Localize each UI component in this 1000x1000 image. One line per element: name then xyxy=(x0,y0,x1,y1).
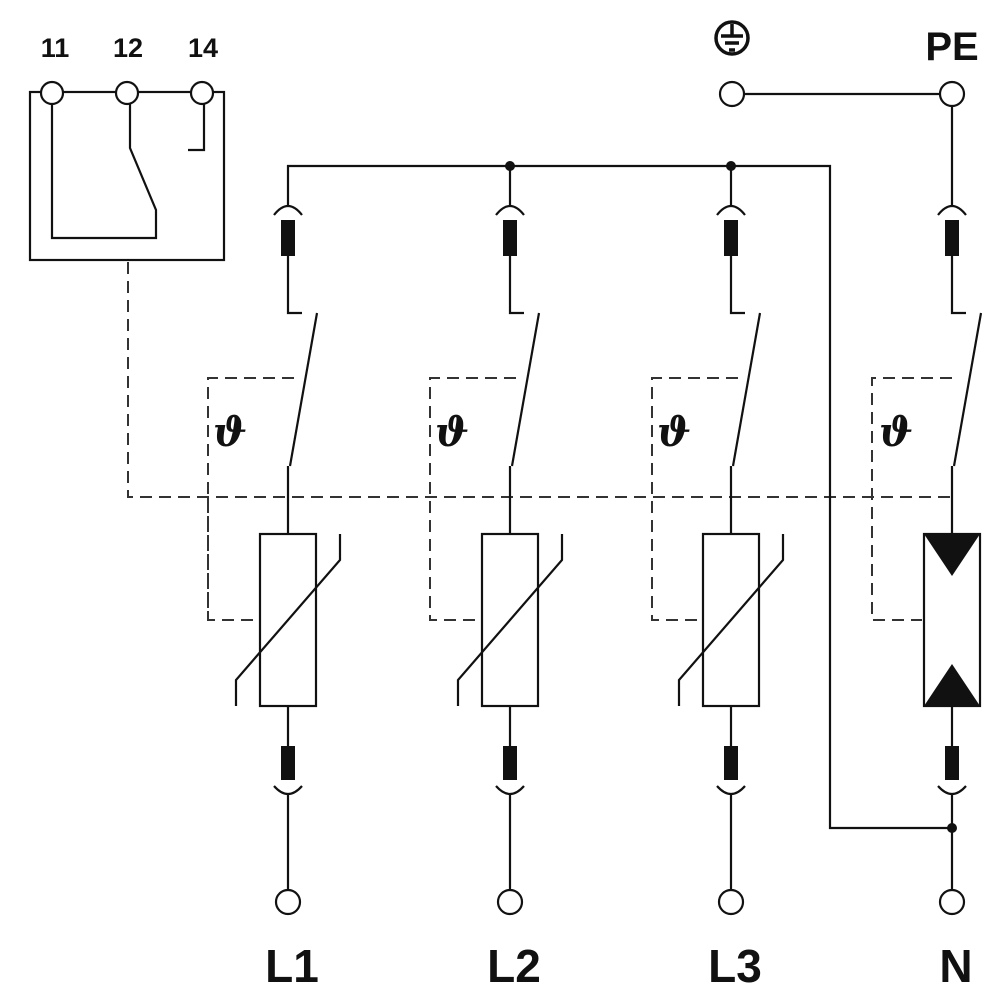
module-l3: L3 xyxy=(677,204,785,992)
plug-contact-icon xyxy=(495,204,525,216)
contact-housing xyxy=(28,90,226,262)
disconnector-switch xyxy=(952,312,983,467)
common-busbar xyxy=(286,161,957,833)
contact-14-stub xyxy=(188,104,206,152)
pe-label: PE xyxy=(925,25,978,69)
spark-gap-arrow-down xyxy=(924,534,980,576)
terminal-label-l1: L1 xyxy=(265,940,319,992)
terminal-n xyxy=(938,888,966,916)
plug-contact-icon xyxy=(716,785,746,796)
pe-terminal xyxy=(938,80,966,108)
fuse-link-icon xyxy=(503,220,517,256)
module-l1: L1 xyxy=(234,204,342,992)
thermal-disconnector-icon: ϑ xyxy=(657,409,691,456)
terminal-label-n: N xyxy=(939,940,972,992)
disconnector-switch xyxy=(731,312,762,467)
fuse-link-icon xyxy=(724,746,738,780)
disconnector-switch xyxy=(510,312,541,467)
junction-dot xyxy=(726,161,736,171)
terminal-label-l3: L3 xyxy=(708,940,762,992)
plug-contact-icon xyxy=(273,785,303,796)
earth-pe-connection: PE xyxy=(714,20,979,108)
contact-label-14: 14 xyxy=(188,33,218,63)
plug-contact-icon xyxy=(937,204,967,216)
module-l2: L2 xyxy=(456,204,564,992)
terminal-12 xyxy=(114,80,140,106)
terminal-11 xyxy=(39,80,65,106)
thermal-disconnector-icon: ϑ xyxy=(435,409,469,456)
fuse-link-icon xyxy=(281,220,295,256)
module-n: N xyxy=(922,106,983,992)
varistor-slope xyxy=(456,534,564,706)
terminal-l1 xyxy=(274,888,302,916)
terminal-label-l2: L2 xyxy=(487,940,541,992)
thermal-disconnector-icon: ϑ xyxy=(213,409,247,456)
contact-label-12: 12 xyxy=(113,33,143,63)
plug-contact-icon xyxy=(716,204,746,216)
contact-label-11: 11 xyxy=(41,33,70,63)
varistor-slope xyxy=(234,534,342,706)
earth-terminal xyxy=(718,80,746,108)
thermal-disconnector-icon: ϑ xyxy=(879,409,913,456)
terminal-14 xyxy=(189,80,215,106)
fuse-link-icon xyxy=(503,746,517,780)
plug-contact-icon xyxy=(937,785,967,796)
terminal-l3 xyxy=(717,888,745,916)
disconnector-switch xyxy=(288,312,319,467)
fuse-link-icon xyxy=(724,220,738,256)
spark-gap-arrow-up xyxy=(924,664,980,706)
plug-contact-icon xyxy=(495,785,525,796)
terminal-l2 xyxy=(496,888,524,916)
remote-contact-block: 11 12 14 xyxy=(28,33,226,262)
plug-contact-icon xyxy=(273,204,303,216)
protective-earth-icon xyxy=(714,20,750,56)
varistor-slope xyxy=(677,534,785,706)
fuse-link-icon xyxy=(945,746,959,780)
fuse-link-icon xyxy=(945,220,959,256)
contact-switch xyxy=(50,104,158,240)
thermal-coupling-link xyxy=(127,262,952,621)
fuse-link-icon xyxy=(281,746,295,780)
junction-dot xyxy=(505,161,515,171)
